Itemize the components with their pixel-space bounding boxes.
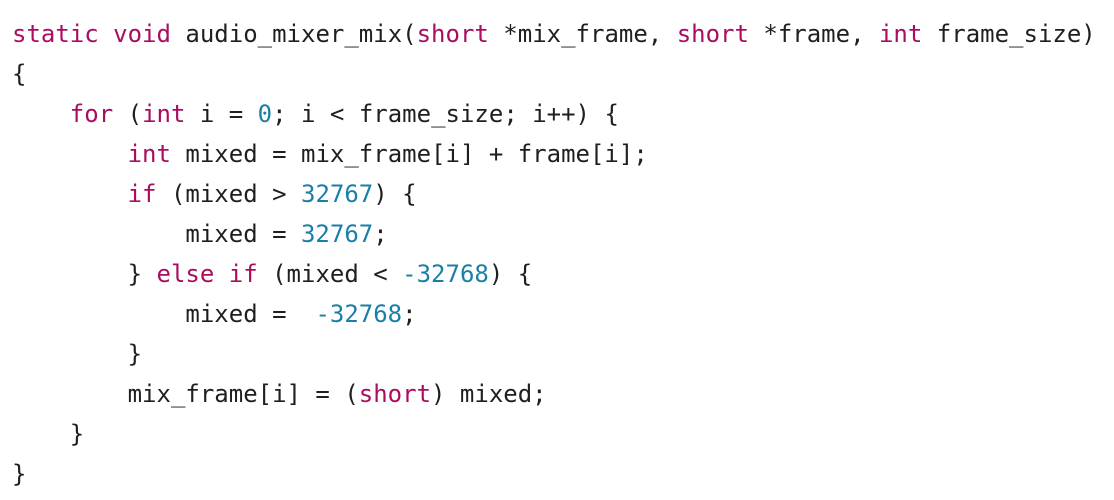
- code-line: mixed = -32768;: [12, 294, 1114, 334]
- keyword-token: else: [156, 260, 215, 288]
- keyword-token: int: [127, 140, 171, 168]
- number-token: 32767: [300, 220, 374, 248]
- code-line: int mixed = mix_frame[i] + frame[i];: [12, 134, 1114, 174]
- keyword-token: int: [142, 100, 186, 128]
- code-text: }: [12, 420, 85, 448]
- keyword-token: int: [878, 20, 923, 48]
- code-line: mix_frame[i] = (short) mixed;: [12, 374, 1114, 414]
- code-line: }: [12, 334, 1114, 374]
- code-text: ) {: [373, 180, 417, 208]
- number-token: -32768: [315, 300, 403, 328]
- code-text: ) mixed;: [431, 380, 547, 408]
- code-text: audio_mixer_mix(: [170, 20, 417, 48]
- code-text: (mixed <: [257, 260, 403, 288]
- number-token: 0: [257, 100, 273, 128]
- number-token: 32767: [301, 180, 374, 208]
- code-text: {: [12, 60, 27, 88]
- code-line: } else if (mixed < -32768) {: [12, 254, 1114, 294]
- code-text: [214, 260, 228, 288]
- code-text: ;: [373, 220, 388, 248]
- keyword-token: short: [416, 20, 489, 48]
- code-line: }: [12, 414, 1114, 454]
- keyword-token: if: [127, 180, 157, 208]
- code-text: mix_frame[i] = (: [12, 380, 359, 408]
- code-text: i =: [185, 100, 258, 128]
- code-line: mixed = 32767;: [12, 214, 1114, 254]
- keyword-token: for: [69, 100, 114, 128]
- keyword-token: short: [676, 20, 749, 48]
- code-text: [12, 140, 128, 168]
- code-text: [12, 180, 128, 208]
- code-text: [12, 100, 70, 128]
- code-text: }: [12, 260, 157, 288]
- keyword-token: short: [358, 380, 432, 408]
- code-line: static void audio_mixer_mix(short *mix_f…: [12, 14, 1114, 54]
- code-text: }: [12, 340, 143, 368]
- code-line: }: [12, 454, 1114, 494]
- code-text: *mix_frame,: [488, 20, 677, 48]
- code-text: ) {: [488, 260, 533, 288]
- code-line: if (mixed > 32767) {: [12, 174, 1114, 214]
- code-text: frame_size): [922, 20, 1096, 48]
- code-text: mixed = mix_frame[i] + frame[i];: [170, 140, 648, 168]
- keyword-token: static: [12, 20, 99, 48]
- code-text: mixed =: [12, 300, 316, 328]
- code-text: *frame,: [748, 20, 879, 48]
- code-text: [99, 20, 113, 48]
- keyword-token: void: [113, 20, 171, 48]
- code-line: {: [12, 54, 1114, 94]
- code-text: }: [12, 460, 27, 488]
- keyword-token: if: [228, 260, 258, 288]
- code-text: mixed =: [12, 220, 301, 248]
- code-text: ;: [402, 300, 417, 328]
- code-text: (mixed >: [156, 180, 301, 208]
- number-token: -32768: [402, 260, 489, 288]
- code-text: (: [113, 100, 143, 128]
- code-text: ; i < frame_size; i++) {: [272, 100, 619, 128]
- code-line: for (int i = 0; i < frame_size; i++) {: [12, 94, 1114, 134]
